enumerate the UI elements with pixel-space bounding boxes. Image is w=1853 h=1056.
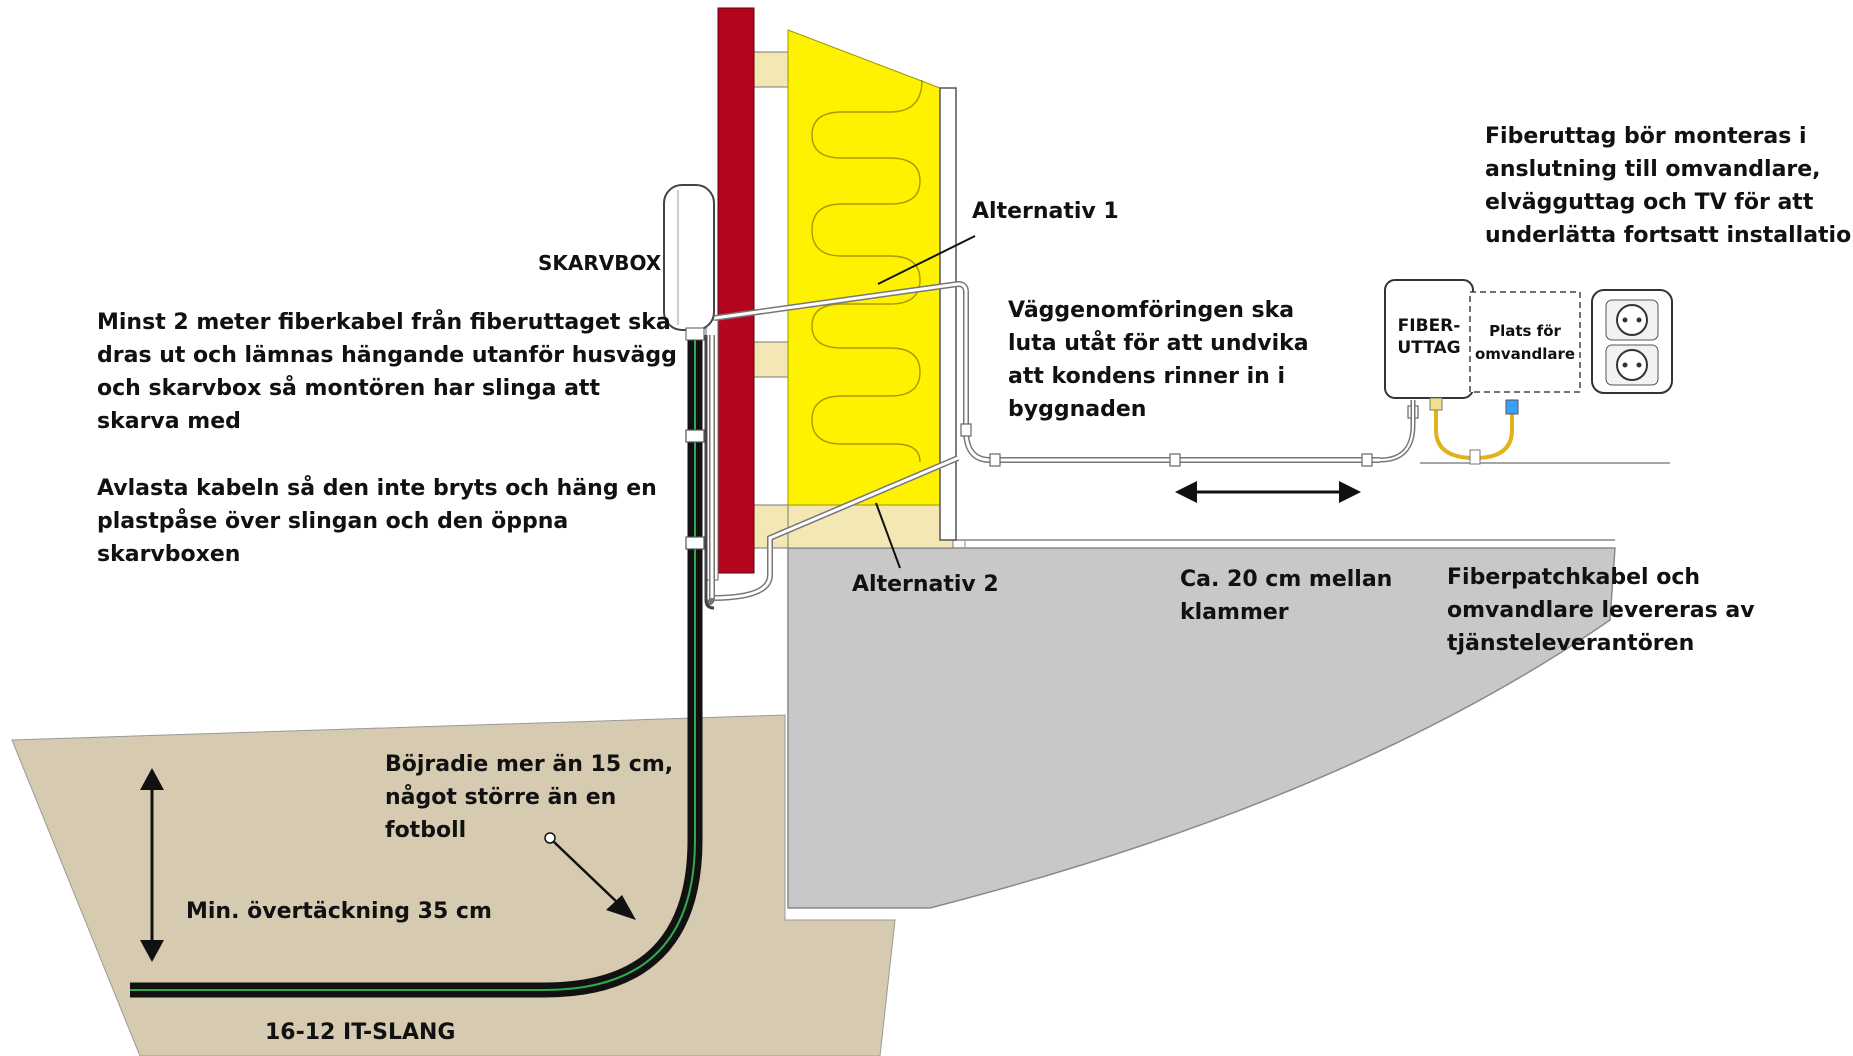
patch-cable (1434, 398, 1514, 461)
note-fiberuttag-placering: Fiberuttag bör monteras i anslutning til… (1485, 124, 1853, 248)
skarvbox-icon (663, 184, 715, 341)
soil (11, 714, 896, 1056)
fiber-slack-loop (704, 335, 715, 610)
alt1-leader (877, 235, 976, 285)
insulation-wave-upper (811, 79, 923, 463)
alternativ-2-label: Alternativ 2 (852, 572, 999, 597)
foundation (787, 547, 1616, 909)
bojradie-pointer (544, 832, 636, 920)
red-facade-panel (717, 7, 755, 574)
mid-timber (751, 341, 789, 378)
omvandlare-label: Plats för omvandlare (1474, 322, 1576, 363)
alternativ-1-label: Alternativ 1 (972, 199, 1119, 224)
note-avlasta: Avlasta kabeln så den inte bryts och hän… (97, 476, 657, 567)
slang-clamps (685, 429, 705, 550)
note-bojradie: Böjradie mer än 15 cm, något större än e… (385, 752, 674, 843)
note-vaggenomforing: Väggenomföringen ska luta utåt för att u… (1008, 298, 1309, 422)
fiberuttag-label: FIBER- UTTAG (1397, 316, 1461, 358)
sill-timber (787, 504, 954, 549)
inner-board (939, 87, 957, 541)
coverage-arrow (140, 768, 164, 962)
note-klammer: Ca. 20 cm mellan klammer (1180, 567, 1393, 625)
wall-socket-icon (1591, 289, 1673, 394)
skarvbox-label: SKARVBOX (538, 251, 662, 275)
converter-placeholder-icon (1469, 291, 1581, 393)
clamp-spacing-arrow (1175, 481, 1361, 503)
note-overtackning: Min. övertäckning 35 cm (186, 899, 492, 924)
note-leverans: Fiberpatchkabel och omvandlare levereras… (1447, 565, 1755, 656)
note-fiberkabel: Minst 2 meter fiberkabel från fiberuttag… (97, 310, 677, 434)
top-timber (751, 51, 789, 88)
alt2-leader (875, 502, 901, 569)
it-slang-label: 16-12 IT-SLANG (265, 1020, 456, 1045)
